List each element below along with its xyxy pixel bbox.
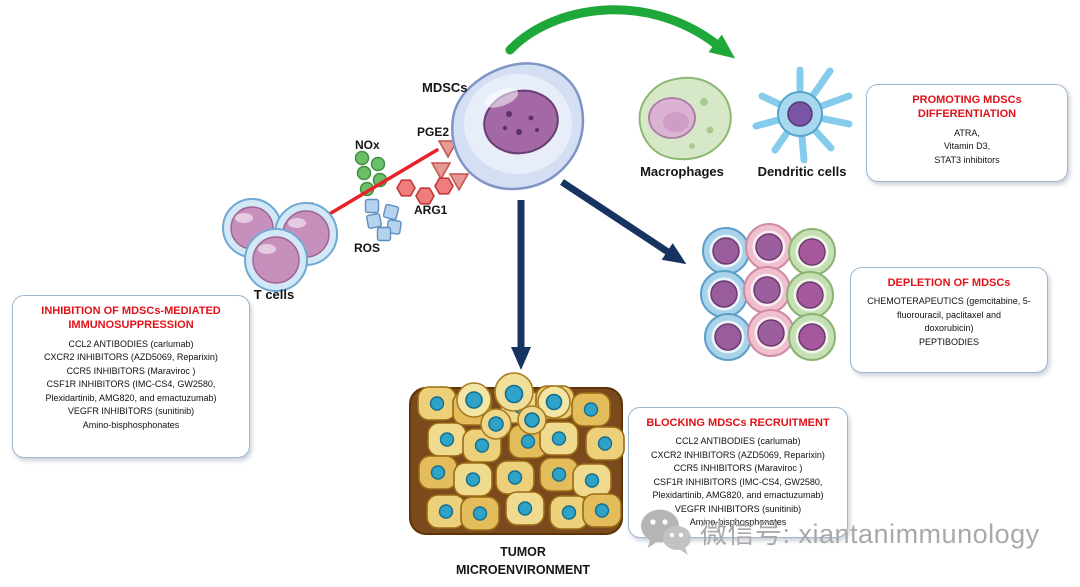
promoting-drug-line: ATRA, (954, 127, 980, 138)
dendritic-nucleus (787, 101, 813, 127)
macrophage-cell (638, 76, 732, 161)
tumor-large-cells (456, 372, 571, 440)
arg1-molecules (396, 177, 454, 205)
inhibition-drug-line: CCL2 ANTIBODIES (carlumab) (68, 338, 194, 349)
blocking-drug-line: CSF1R INHIBITORS (IMC-CS4, GW2580, (653, 476, 823, 487)
macrophages-label: Macrophages (640, 164, 724, 179)
arrow-to-depletion (560, 179, 687, 265)
promoting-box-title: PROMOTING MDSCs DIFFERENTIATION (912, 94, 1022, 121)
blocking-drug-line: CXCR2 INHIBITORS (AZD5069, Reparixin) (651, 449, 825, 460)
mdsc-highlight (483, 88, 519, 108)
blocking-drug-line: Amino-bisphosphonates (689, 517, 787, 528)
dendritic-cells-label: Dendritic cells (757, 164, 847, 179)
watermark-text: 微信号: xiantanimmunology (700, 518, 1040, 549)
depletion-drug-line: PEPTIBODIES (918, 336, 980, 347)
ros-label: ROS (354, 241, 381, 255)
dendritic-cell (752, 66, 853, 164)
inhibition-drug-line: Amino-bisphosphonates (82, 419, 180, 430)
inhibition-drug-line: Plexidartinib, AMG820, and emactuzumab) (45, 392, 217, 403)
depletion-drug-line: CHEMOTERAPEUTICS (gemcitabine, 5- (867, 296, 1031, 307)
mdsc-nucleus-speckles (502, 111, 539, 135)
inhibition-drug-line: VEGFR INHIBITORS (sunitinib) (67, 406, 195, 417)
ros-molecules (364, 198, 402, 242)
depletion-drug-line: fluorouracil, paclitaxel and (896, 309, 1002, 320)
blocking-drug-line: CCL2 ANTIBODIES (carlumab) (675, 436, 801, 447)
t-cells-cluster (222, 198, 338, 292)
blocking-box-title: BLOCKING MDSCs RECRUITMENT (646, 417, 830, 429)
macrophage-nucleus-shade (663, 112, 689, 132)
inhibition-drug-line: CSF1R INHIBITORS (IMC-CS4, GW2580, (46, 379, 216, 390)
green-cells (786, 228, 836, 361)
blocking-drug-line: CCR5 INHIBITORS (Maraviroc ) (673, 463, 803, 474)
depletion-drug-line: doxorubicin) (924, 323, 974, 334)
inhibition-box-title: INHIBITION OF MDSCs-MEDIATED IMMUNOSUPPR… (41, 305, 221, 332)
inhibition-box: INHIBITION OF MDSCs-MEDIATED IMMUNOSUPPR… (12, 295, 250, 458)
arg1-label: ARG1 (414, 203, 448, 217)
t-cells-label: T cells (253, 287, 295, 302)
pge2-label: PGE2 (417, 125, 450, 139)
t-cell (244, 228, 308, 292)
promoting-drug-line: STAT3 inhibitors (934, 154, 1000, 165)
mdscs-label: MDSCs (422, 80, 468, 95)
mdsc-depletion-cell-cluster (700, 223, 836, 361)
nox-label: NOx (355, 138, 380, 152)
wechat-icon (641, 509, 691, 555)
depletion-box: DEPLETION OF MDSCs CHEMOTERAPEUTICS (gem… (850, 267, 1048, 373)
depletion-box-title: DEPLETION OF MDSCs (887, 277, 1011, 289)
tumor-illustration (409, 372, 625, 535)
pink-cells (743, 223, 795, 357)
watermark: 微信号: xiantanimmunology (636, 502, 1040, 560)
mdsc-cell (451, 62, 585, 191)
promoting-box: PROMOTING MDSCs DIFFERENTIATION ATRA, Vi… (866, 84, 1068, 182)
blocking-drug-line: Plexidartinib, AMG820, and emactuzumab) (652, 490, 824, 501)
inhibition-drug-line: CCR5 INHIBITORS (Maraviroc ) (66, 365, 196, 376)
macrophage-granules (689, 98, 714, 149)
blue-cells (700, 227, 752, 361)
differentiation-arrow (505, 5, 736, 59)
blocking-drug-line: VEGFR INHIBITORS (sunitinib) (674, 503, 802, 514)
tumor-microenvironment-label: TUMOR MICROENVIRONMENT (455, 545, 591, 577)
promoting-drug-line: Vitamin D3, (943, 141, 991, 152)
inhibition-drug-line: CXCR2 INHIBITORS (AZD5069, Reparixin) (44, 352, 218, 363)
